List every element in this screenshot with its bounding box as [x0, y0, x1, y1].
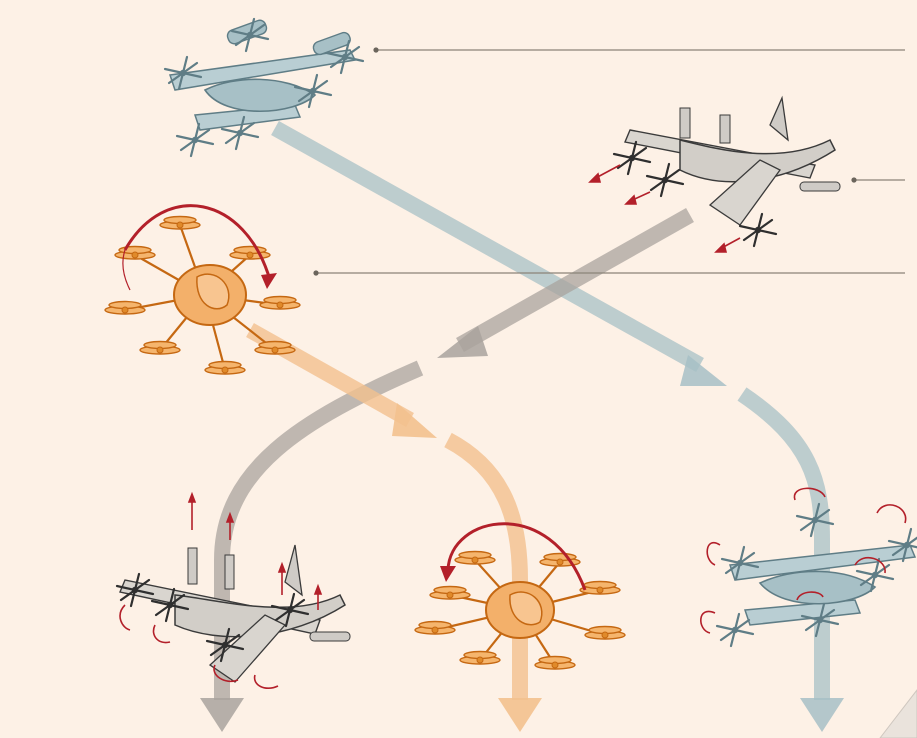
partial-shape: [879, 689, 917, 738]
lift-cruise-aircraft-icon: [588, 95, 841, 253]
flow-arrow-tilt-rotor-to-hover: [271, 121, 704, 372]
tilt-rotor-aircraft-icon: [700, 487, 917, 648]
lift-cruise-aircraft-icon: [115, 491, 351, 690]
motion-arrows: [119, 491, 323, 690]
tilt-rotor-aircraft-icon: [163, 17, 365, 158]
flow-arrowhead-blue: [680, 355, 727, 386]
flow-arrowhead-blue-bottom: [800, 698, 844, 732]
flow-arrows: [200, 121, 844, 732]
leader-lines: [313, 47, 905, 276]
flow-arrowhead-orange: [392, 403, 437, 438]
flow-arrowhead-gray: [437, 326, 488, 358]
motion-arrows: [700, 487, 907, 634]
flow-arrow-blue-descent: [737, 387, 830, 700]
flow-arrowhead-gray-bottom: [200, 698, 244, 732]
rotation-arrow: [123, 204, 272, 281]
rotation-arrow: [446, 522, 587, 591]
motion-arrows: [588, 164, 741, 253]
flow-arrow-orange-descent: [444, 432, 528, 700]
flow-arrow-gray-descent: [214, 360, 424, 700]
multicopter-drone-icon: [414, 522, 626, 670]
flow-arrow-lift-cruise-to-hover: [456, 208, 694, 352]
multicopter-drone-icon: [104, 204, 301, 375]
flow-arrowhead-orange-bottom: [498, 698, 542, 732]
